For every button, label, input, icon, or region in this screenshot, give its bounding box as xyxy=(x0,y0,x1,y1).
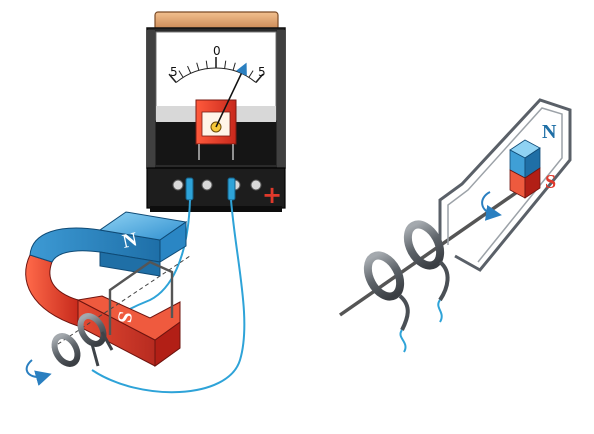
rotation-arrow-right xyxy=(481,191,502,221)
terminal-4 xyxy=(250,179,262,191)
horseshoe-south-label: S xyxy=(113,310,137,325)
scale-label-right: 5 xyxy=(258,65,266,79)
rotating-loop-right-inner xyxy=(447,107,563,263)
terminal-1 xyxy=(172,179,184,191)
slip-ring-1 xyxy=(77,313,107,347)
galvanometer-right-rail xyxy=(277,30,285,168)
bar-magnet-south-label: S xyxy=(545,171,556,193)
scale-tick xyxy=(196,62,200,71)
right-generator: N S xyxy=(339,98,572,353)
horseshoe-north-label: N xyxy=(120,228,139,253)
brush-right-2 xyxy=(398,294,410,331)
scale-tick xyxy=(168,73,177,84)
lead-tail-right-2 xyxy=(399,329,407,353)
scale-tick xyxy=(224,60,227,69)
slip-ring-right-2 xyxy=(363,251,405,301)
rotation-arrow-left xyxy=(25,359,52,386)
rotating-loop-left xyxy=(108,260,174,335)
bar-magnet: N S xyxy=(509,121,557,199)
terminal-2 xyxy=(201,179,213,191)
bar-magnet-south-right xyxy=(524,167,541,199)
scale-tick xyxy=(187,65,192,74)
galvanometer-needle xyxy=(215,62,247,128)
galvanometer: 5 0 5 + xyxy=(146,11,286,212)
horseshoe-north-face xyxy=(159,221,187,263)
scale-tick xyxy=(205,60,208,69)
brush-left xyxy=(90,331,114,367)
slip-rings-left xyxy=(51,313,114,367)
galvanometer-base-foot xyxy=(150,206,282,212)
scale-tick xyxy=(248,70,254,78)
scale-tick xyxy=(178,70,184,78)
scale-label-center: 0 xyxy=(213,44,221,58)
bar-magnet-north-label: N xyxy=(542,121,557,143)
scale-tick xyxy=(232,62,236,71)
rotating-loop-right xyxy=(438,98,572,272)
galvanometer-base xyxy=(146,167,286,209)
lead-tail-right-1 xyxy=(437,299,443,323)
horseshoe-bend-red xyxy=(25,254,79,327)
clip-left xyxy=(185,177,194,201)
plus-sign: + xyxy=(262,181,282,209)
slip-ring-right-1 xyxy=(403,220,445,270)
scale-label-left: 5 xyxy=(170,65,178,79)
lead-wire-right xyxy=(91,199,246,394)
slip-ring-2 xyxy=(51,333,81,367)
horseshoe-magnet: N S xyxy=(25,211,188,367)
brush-right-1 xyxy=(438,260,450,302)
scale-tick xyxy=(255,73,264,84)
galvanometer-left-rail xyxy=(147,30,155,168)
clip-right xyxy=(227,177,236,201)
